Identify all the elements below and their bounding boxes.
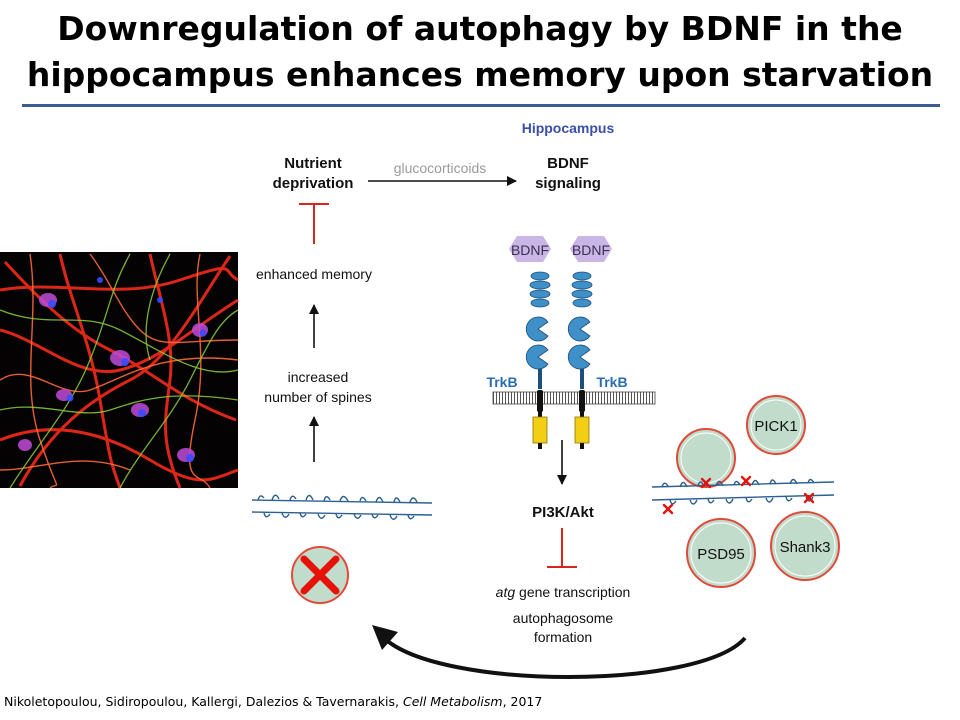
- trkb-receptor-2: [567, 271, 593, 449]
- bdnf-ligand-2: [570, 236, 612, 262]
- trkb-label-2: TrkB: [596, 374, 627, 390]
- protein-shank3: [770, 511, 840, 581]
- bdnf-ligand-2-label: BDNF: [572, 242, 610, 258]
- protein-psd95: [686, 518, 756, 588]
- inhibition-bar-atg: [547, 528, 577, 568]
- transmembrane-2: [579, 390, 585, 412]
- citation-authors: Nikoletopoulou, Sidiropoulou, Kallergi, …: [4, 694, 403, 709]
- dendrite-right: [651, 478, 835, 505]
- bdnf-signaling-label-1: BDNF: [547, 155, 589, 172]
- slide-title: Downregulation of autophagy by BDNF in t…: [0, 6, 960, 98]
- shank3-label: Shank3: [780, 539, 831, 556]
- bdnf-ligand-1: [509, 236, 551, 262]
- bdnf-ligand-1-label: BDNF: [511, 242, 549, 258]
- psd95-label: PSD95: [697, 546, 745, 563]
- cell-membrane: [492, 391, 656, 405]
- title-line-2: hippocampus enhances memory upon starvat…: [26, 55, 934, 94]
- nutrient-deprivation-label-2: deprivation: [273, 175, 354, 192]
- citation: Nikoletopoulou, Sidiropoulou, Kallergi, …: [4, 694, 542, 709]
- trkb-label-1: TrkB: [486, 374, 517, 390]
- trkb-receptor-1: [525, 271, 551, 449]
- atg-transcription-label: atg gene transcription: [496, 584, 631, 600]
- neuron-micrograph: [0, 252, 239, 489]
- citation-year: , 2017: [502, 694, 543, 709]
- autophagosome-label-1: autophagosome: [513, 610, 614, 626]
- inhibition-bar-red: [299, 203, 329, 244]
- spines-label-1: increased: [288, 369, 349, 385]
- spines-label-2: number of spines: [264, 389, 371, 405]
- hippocampus-label: Hippocampus: [522, 120, 615, 136]
- glucocorticoids-label: glucocorticoids: [394, 160, 487, 176]
- citation-journal: Cell Metabolism: [402, 694, 503, 709]
- pi3k-akt-label: PI3K/Akt: [532, 504, 594, 521]
- title-line-1: Downregulation of autophagy by BDNF in t…: [57, 9, 903, 48]
- title-divider: [22, 104, 940, 107]
- autophagosome-label-2: formation: [534, 629, 592, 645]
- spine-loss-marks: [662, 475, 815, 515]
- pick1-label: PICK1: [754, 418, 797, 435]
- protein-unlabeled: [676, 428, 736, 488]
- curved-feedback-arrow: [372, 625, 747, 679]
- enhanced-memory-label: enhanced memory: [256, 266, 372, 282]
- nutrient-deprivation-label-1: Nutrient: [284, 155, 342, 172]
- dendrite-left: [251, 494, 433, 520]
- missing-protein-x-icon: [291, 546, 349, 604]
- protein-pick1: [746, 395, 806, 455]
- bdnf-signaling-label-2: signaling: [535, 175, 601, 192]
- transmembrane-1: [537, 390, 543, 412]
